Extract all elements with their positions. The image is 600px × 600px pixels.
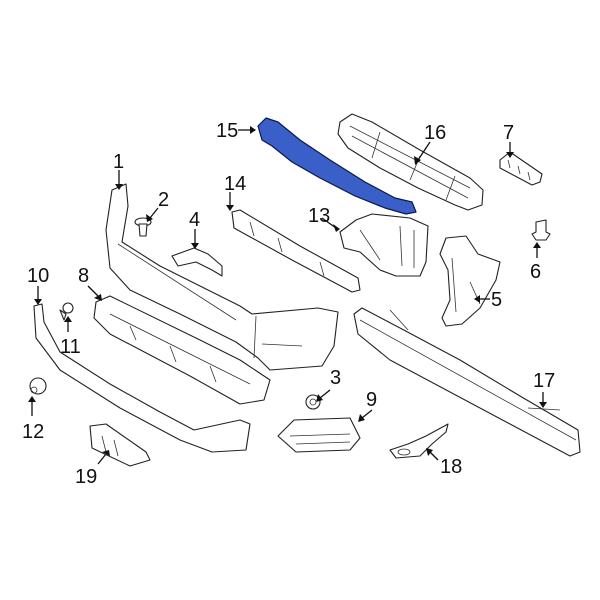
callout-8[interactable]: 8 <box>78 265 90 287</box>
part-15-deflector[interactable] <box>257 117 417 215</box>
callout-10[interactable]: 10 <box>27 265 50 287</box>
callout-4[interactable]: 4 <box>189 209 201 231</box>
part-16-absorber[interactable] <box>337 113 484 211</box>
part-8-lower-grille[interactable] <box>93 295 271 405</box>
callout-2[interactable]: 2 <box>158 189 170 211</box>
part-1-bumper-cover[interactable] <box>105 183 339 371</box>
part-18-tow-bracket[interactable] <box>389 423 449 459</box>
part-12-grommet[interactable] <box>29 377 47 395</box>
part-4-bracket[interactable] <box>171 247 223 277</box>
callout-7[interactable]: 7 <box>503 122 515 144</box>
part-7-bracket[interactable] <box>499 151 543 186</box>
callout-18[interactable]: 18 <box>440 456 463 478</box>
callout-16[interactable]: 16 <box>424 122 447 144</box>
part-13-bracket[interactable] <box>339 213 429 277</box>
callout-1[interactable]: 1 <box>113 151 125 173</box>
callout-11[interactable]: 11 <box>60 336 81 358</box>
callout-17[interactable]: 17 <box>533 370 556 392</box>
leader-arrows <box>28 126 547 465</box>
callout-9[interactable]: 9 <box>366 389 378 411</box>
callout-15[interactable]: 15 <box>216 120 239 142</box>
callout-14[interactable]: 14 <box>224 173 247 195</box>
part-5-corner-bracket[interactable] <box>439 235 501 327</box>
callout-13[interactable]: 13 <box>308 205 331 227</box>
part-14-absorber[interactable] <box>231 209 361 293</box>
callout-12[interactable]: 12 <box>22 421 45 443</box>
part-9-bezel[interactable] <box>277 417 361 453</box>
part-3-nut[interactable] <box>305 394 321 410</box>
part-10-valance[interactable] <box>33 303 251 453</box>
callout-5[interactable]: 5 <box>491 289 503 311</box>
callout-6[interactable]: 6 <box>530 261 542 283</box>
part-17-reinforcement[interactable] <box>353 307 581 457</box>
callout-3[interactable]: 3 <box>330 367 342 389</box>
part-6-clip[interactable] <box>531 219 551 241</box>
callout-19[interactable]: 19 <box>75 466 98 488</box>
part-11-clip[interactable] <box>59 302 74 321</box>
part-19-license-bracket[interactable] <box>89 423 151 467</box>
